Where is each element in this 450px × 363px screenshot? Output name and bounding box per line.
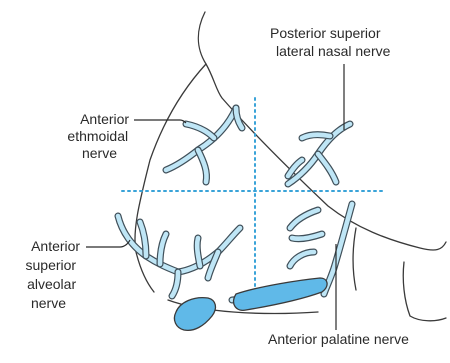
label-asa-line4: nerve bbox=[31, 295, 66, 311]
label-anterior-ethmoidal-line1: Anterior bbox=[80, 111, 129, 127]
anterior-palatine-region-branches bbox=[290, 210, 322, 266]
label-anterior-palatine-line1: Anterior palatine nerve bbox=[268, 331, 409, 347]
label-anterior-ethmoidal-line2: ethmoidal bbox=[67, 128, 128, 144]
anterior-superior-alveolar-branches bbox=[118, 216, 240, 296]
posterior-superior-lateral-nasal-branches bbox=[288, 124, 350, 184]
nostril-contour bbox=[353, 228, 356, 290]
incisive-canal-structure bbox=[174, 298, 215, 331]
label-anterior-palatine: Anterior palatine nerve bbox=[268, 331, 409, 347]
label-asa-line2: superior bbox=[26, 257, 77, 273]
columella-line bbox=[403, 262, 446, 321]
palatine-canal-structure bbox=[234, 278, 327, 310]
label-anterior-ethmoidal: Anterior ethmoidal nerve bbox=[67, 111, 133, 161]
label-anterior-ethmoidal-line3: nerve bbox=[82, 145, 117, 161]
label-asa-line3: alveolar bbox=[27, 276, 76, 292]
label-psln-line2: lateral nasal nerve bbox=[276, 43, 391, 59]
anterior-superior-alveolar-pointer bbox=[86, 240, 130, 247]
label-asa-line1: Anterior bbox=[31, 238, 80, 254]
label-anterior-superior-alveolar: Anterior superior alveolar nerve bbox=[26, 238, 84, 311]
anterior-ethmoidal-nerve-branches bbox=[166, 108, 242, 182]
label-psln-line1: Posterior superior bbox=[270, 25, 381, 41]
anterior-ethmoidal-pointer bbox=[134, 120, 186, 123]
label-posterior-superior-lateral-nasal: Posterior superior lateral nasal nerve bbox=[270, 25, 391, 59]
